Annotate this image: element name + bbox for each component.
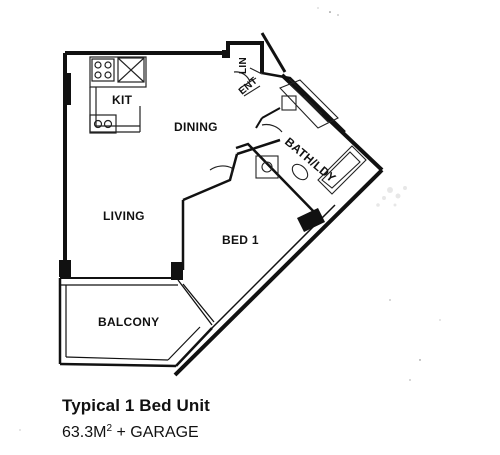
room-label-living: LIVING xyxy=(103,209,145,223)
room-label-balcony: BALCONY xyxy=(98,315,159,329)
unit-area: 63.3M2 + GARAGE xyxy=(62,423,199,442)
interior-walls xyxy=(181,71,346,270)
area-superscript: 2 xyxy=(106,423,113,434)
unit-title: Typical 1 Bed Unit xyxy=(62,396,210,415)
room-label-kitchen: KIT xyxy=(112,93,133,107)
wall-piers xyxy=(59,50,325,280)
room-label-bed: BED 1 xyxy=(222,233,259,247)
area-suffix: + GARAGE xyxy=(112,424,199,441)
area-value: 63.3M xyxy=(62,424,107,441)
balcony-outline xyxy=(58,277,215,368)
door-swings xyxy=(209,67,283,175)
room-label-dining: DINING xyxy=(174,120,218,134)
bathroom-fixtures xyxy=(239,77,367,195)
room-label-linen: LIN xyxy=(238,57,249,74)
room-label-entry: ENT xyxy=(237,75,260,97)
scan-speckles xyxy=(19,7,441,431)
kitchen-fixtures xyxy=(89,56,147,134)
stain xyxy=(376,186,407,207)
room-label-bath: BATH/LDY xyxy=(282,135,339,186)
